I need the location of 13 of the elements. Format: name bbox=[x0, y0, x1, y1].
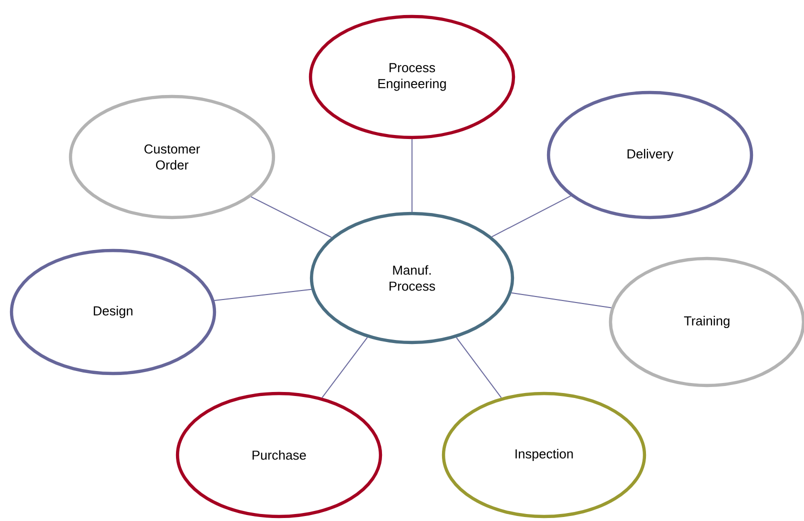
ellipse-node: Customer Order bbox=[68, 94, 276, 220]
connector-line bbox=[250, 196, 332, 238]
connector-line bbox=[491, 195, 572, 238]
connector-line bbox=[214, 288, 312, 301]
connector-line bbox=[511, 292, 612, 308]
ellipse-node: Design bbox=[10, 248, 216, 376]
ellipse-node: Process Engineering bbox=[308, 14, 516, 140]
connector-line bbox=[322, 336, 368, 398]
ellipse-node: Delivery bbox=[546, 90, 754, 220]
ellipse-node: Purchase bbox=[176, 392, 382, 518]
ellipse-node: Inspection bbox=[442, 392, 646, 518]
ellipse-node: Manuf. Process bbox=[310, 212, 514, 344]
connector-line bbox=[456, 337, 502, 398]
